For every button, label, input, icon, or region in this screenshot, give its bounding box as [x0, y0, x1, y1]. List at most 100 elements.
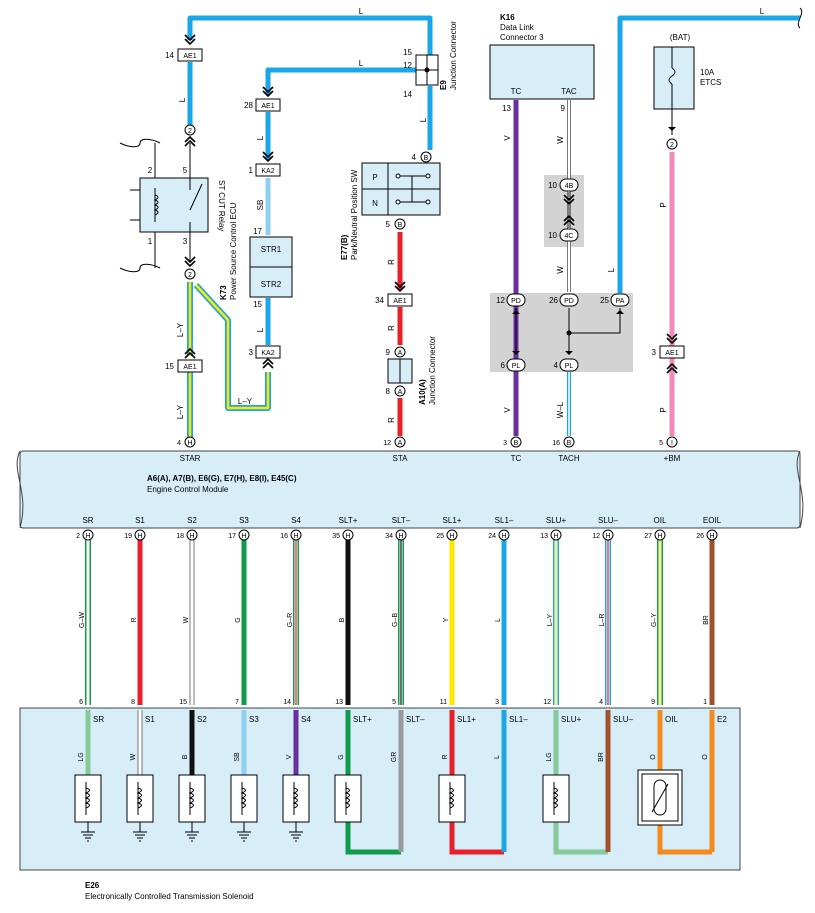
ka2-bottom-label: KA2: [261, 350, 274, 357]
coil-9-coil: [552, 787, 558, 809]
ecu-top-pin-2-label: B: [514, 440, 519, 447]
sol-wire-label-9: LG: [546, 752, 553, 761]
e77-n: N: [372, 199, 378, 208]
ecu-bot-pin-12: [706, 529, 718, 541]
ecu-bot-pin-5: [342, 529, 354, 541]
sol-pin-label-6: SLT–: [406, 715, 425, 724]
ka2-top-num: 1: [249, 166, 254, 175]
ecu-bot-pin-num-1: 19: [124, 533, 132, 540]
wl-top-l: L: [359, 7, 364, 16]
conn-pa-num: 25: [600, 296, 609, 305]
wl-sb: SB: [256, 200, 265, 211]
ecu-bot-pin-label-0: SR: [82, 516, 93, 525]
conn-4c: [559, 228, 579, 242]
fuse-pin: [666, 138, 678, 150]
e9-pin-15: 15: [403, 48, 412, 57]
components: [74, 7, 803, 842]
conn-pa-label: PA: [616, 298, 625, 305]
ae1-mid-num: 28: [244, 101, 253, 110]
a10-pin-bottom-label: A: [398, 389, 403, 396]
conn-4c-label: 4C: [565, 233, 574, 240]
ecu-bot-pin-9: [550, 529, 562, 541]
e77-pin-top-label: B: [424, 155, 429, 162]
wl-w-2: W: [556, 266, 565, 274]
ae1-left-label: AE1: [183, 364, 196, 371]
e77-contact-p-1: [425, 173, 431, 179]
relay-switch: [189, 178, 203, 232]
ae1-center-num: 34: [375, 296, 384, 305]
ecu-bot-pin-label-7: SL1+: [443, 516, 462, 525]
conn-pd-2-num: 26: [549, 296, 558, 305]
fuse-box: [653, 46, 695, 110]
k16-tac-pin: 9: [561, 104, 566, 113]
ecu-top-pin-label-0: STAR: [180, 454, 201, 463]
conn-pl-1-num: 6: [501, 361, 506, 370]
wire-ly-core: [188, 282, 270, 440]
ecu-top-pin-num-1: 12: [383, 440, 391, 447]
conn-4b-num: 10: [548, 181, 557, 190]
sol-pin-label-1: S1: [145, 715, 155, 724]
ecu-bot-pin-2-label: H: [189, 533, 194, 540]
ecu-bot-pin-11-label: H: [657, 533, 662, 540]
ecu-bot-pin-label-12: EOIL: [703, 516, 722, 525]
fuse-arrow: [668, 127, 676, 131]
ka2-bottom-chev: [262, 357, 274, 369]
conn-pl-2-num: 4: [554, 361, 559, 370]
ecu-bot-pin-num-2: 18: [176, 533, 184, 540]
conn-4b-chev: [563, 194, 575, 206]
sol-pin-label-9: SLU+: [561, 715, 582, 724]
sol-wire-label-6: GR: [391, 752, 398, 763]
conn-pd-2: [559, 293, 579, 307]
ecu-bot-pin-1: [134, 529, 146, 541]
ecu-bot-pin-num-3: 17: [228, 533, 236, 540]
coil-2-coil: [188, 787, 194, 809]
wl-right-l: L: [760, 7, 765, 16]
ecu-bot-pin-num-8: 24: [488, 533, 496, 540]
ecu-bot-pin-num-4: 16: [280, 533, 288, 540]
ecu-bot-pin-num-6: 34: [385, 533, 393, 540]
wl-ly-3: L–Y: [238, 397, 253, 406]
conn-4c-chev: [563, 214, 575, 226]
ae1-top-num: 14: [165, 51, 174, 60]
bat-label: (BAT): [670, 33, 691, 42]
conn-pl-1: [506, 358, 526, 372]
k73-str2: STR2: [261, 280, 282, 289]
ecu-wire-label-11: G–Y: [651, 613, 658, 627]
solenoid-code: E26: [85, 881, 100, 890]
ecu-box: [19, 450, 801, 529]
fuse-rating: 10A: [700, 68, 715, 77]
wl-r-3: R: [387, 417, 396, 423]
sol-pin-label-12: E2: [717, 715, 727, 724]
sol-loop-sl1-b: [449, 822, 504, 855]
ae1-right-chev: [666, 333, 678, 345]
ae1-right-chev-up: [666, 362, 678, 374]
ecu-top-pin-label-4: +BM: [664, 454, 681, 463]
sol-pin-num-5: 13: [335, 699, 343, 706]
e9-name: Junction Connector: [449, 21, 458, 90]
wl-l-pa: L: [607, 267, 616, 272]
ecu-bot-pin-2: [186, 529, 198, 541]
relay-conn-bot-label: 2: [188, 272, 192, 279]
a10-pin-top: [394, 346, 406, 358]
conn-4b: [559, 178, 579, 192]
ae1-top-label: AE1: [183, 53, 196, 60]
sol-pin-label-8: SL1–: [509, 715, 528, 724]
ecu-wire-label-7: Y: [443, 617, 450, 622]
e9-pin-14: 14: [403, 90, 412, 99]
sol-loop-slu-b: [553, 822, 608, 855]
ka2-top-chev: [262, 151, 274, 163]
a10-pin-8: 8: [386, 387, 391, 396]
ecu-top-pin-label-3: TACH: [558, 454, 579, 463]
ecu-wire-label-6: G–B: [392, 613, 399, 627]
sol-wire-label-5: G: [338, 754, 345, 759]
conn-pl-1-label: PL: [512, 363, 521, 370]
sol-pin-label-2: S2: [197, 715, 207, 724]
ecu-bot-pin-label-11: OIL: [654, 516, 667, 525]
a10-pin-bottom: [394, 385, 406, 397]
sol-pin-num-2: 15: [179, 699, 187, 706]
wl-l-e77: L: [419, 117, 428, 122]
a10-code: A10(A): [418, 379, 427, 405]
ecu-top-pin-4-label: I: [671, 440, 673, 447]
ecu-wire-label-9: L–Y: [547, 613, 554, 626]
ecu-bot-pin-5-label: H: [345, 533, 350, 540]
